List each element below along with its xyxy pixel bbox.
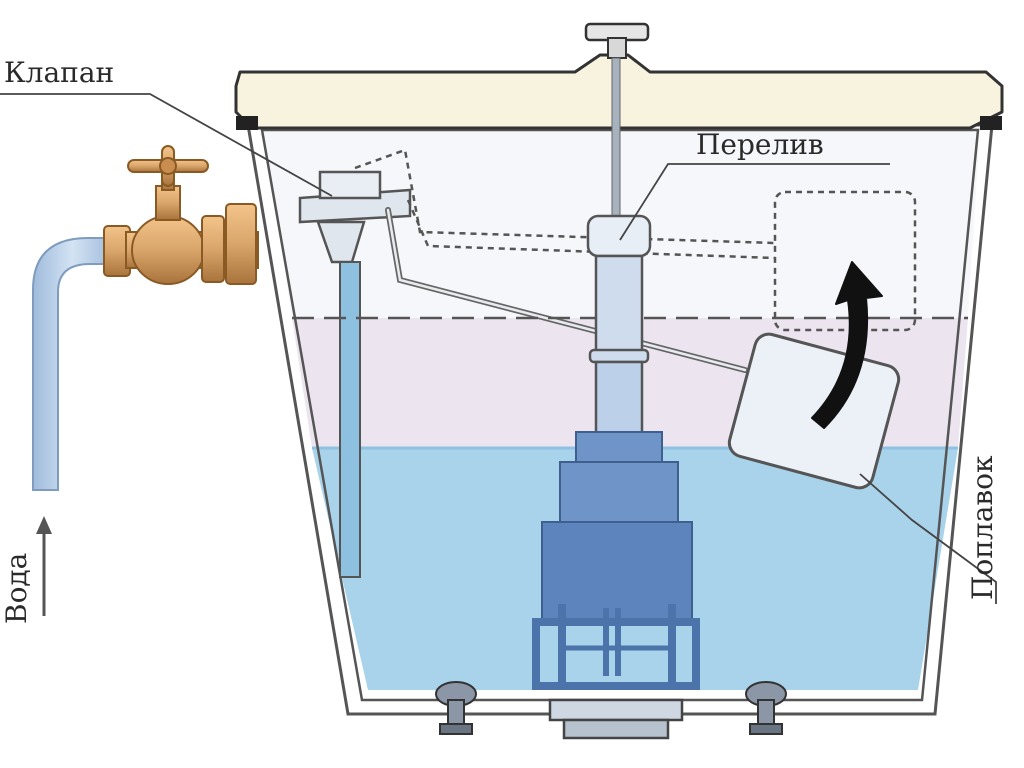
overflow-label: Перелив <box>696 128 824 161</box>
lid-corner-right <box>980 116 1002 130</box>
lid-corner-left <box>236 116 258 130</box>
mechanism-base <box>541 521 693 625</box>
float-arm-raised <box>354 148 776 245</box>
flush-rod <box>611 57 621 224</box>
float-arm-raised-lower <box>406 199 776 260</box>
valve-refill-tube <box>339 261 361 578</box>
float-label: Поплавок <box>966 455 999 600</box>
water-label: Вода <box>0 553 33 624</box>
tap-right-nut-2 <box>225 203 257 285</box>
water-flow-arrow-icon <box>36 516 52 616</box>
lid-button-stem <box>607 37 627 59</box>
inlet-pipe <box>32 237 113 491</box>
overflow-ring <box>588 348 650 364</box>
float-raised-outline <box>773 190 917 332</box>
mechanism-middle <box>559 461 679 525</box>
drain-outlet-lower <box>562 718 670 740</box>
bolt-right <box>745 681 787 735</box>
tap-right-nut-1 <box>201 215 225 283</box>
mechanism-collar <box>575 431 663 465</box>
float-lift-arrow-icon <box>811 261 883 429</box>
overflow-tube-upper <box>594 254 644 358</box>
tap-stem <box>155 185 181 221</box>
tap-handle-icon <box>127 145 209 187</box>
tap-body <box>131 215 205 285</box>
valve-label: Клапан <box>4 56 114 89</box>
tank-wall-inner <box>260 128 980 702</box>
drain-outlet <box>548 698 684 722</box>
valve-leader-line <box>0 93 333 197</box>
bolt-left <box>435 681 477 735</box>
overflow-cap <box>586 214 652 258</box>
overflow-tube-lower <box>594 360 644 436</box>
valve-top <box>318 170 382 200</box>
float-leader-line <box>859 473 997 604</box>
overflow-leader-line <box>619 163 890 241</box>
